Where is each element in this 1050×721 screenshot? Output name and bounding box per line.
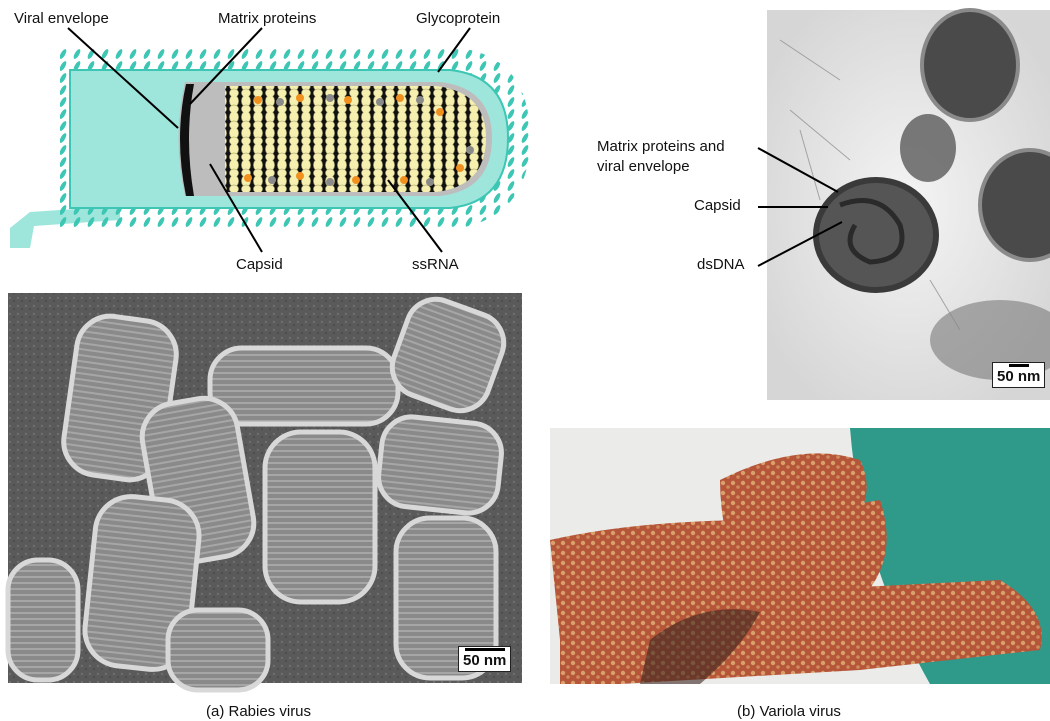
- variola-micrograph: [767, 10, 1050, 400]
- rabies-virus-diagram: [10, 28, 530, 252]
- label-matrix-proteins: Matrix proteins: [218, 10, 316, 28]
- caption-variola: (b) Variola virus: [737, 703, 841, 720]
- rabies-scale-bar: 50 nm: [458, 646, 511, 672]
- label-matrix-and-envelope-line2: viral envelope: [597, 158, 690, 176]
- label-variola-capsid: Capsid: [694, 197, 741, 215]
- rabies-micrograph: [8, 291, 522, 690]
- label-glycoprotein: Glycoprotein: [416, 10, 500, 28]
- caption-rabies: (a) Rabies virus: [206, 703, 311, 720]
- scale-bar-line: [465, 648, 505, 651]
- label-dsdna: dsDNA: [697, 256, 745, 274]
- variola-scale-label: 50 nm: [997, 368, 1040, 385]
- label-matrix-and-envelope-line1: Matrix proteins and: [597, 138, 725, 156]
- variola-patient-photo: [550, 428, 1050, 684]
- rabies-scale-label: 50 nm: [463, 652, 506, 669]
- label-ssrna: ssRNA: [412, 256, 459, 274]
- label-capsid: Capsid: [236, 256, 283, 274]
- label-viral-envelope: Viral envelope: [14, 10, 109, 28]
- scale-bar-line: [1009, 364, 1029, 367]
- variola-scale-bar: 50 nm: [992, 362, 1045, 388]
